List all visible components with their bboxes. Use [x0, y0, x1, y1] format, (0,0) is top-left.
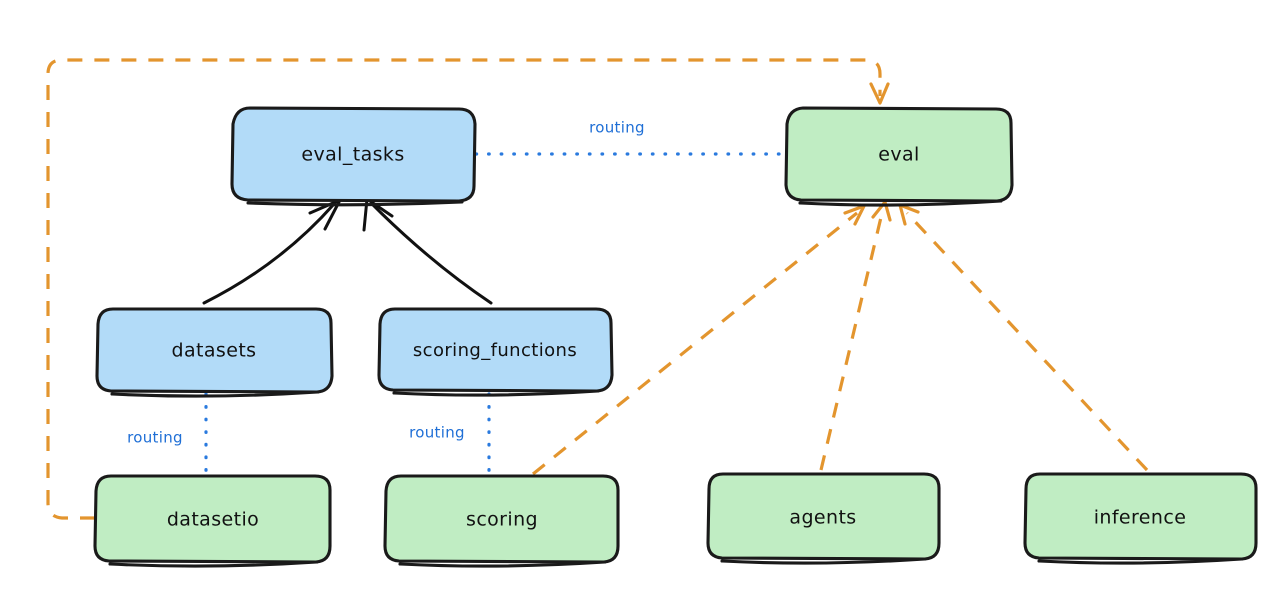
edge-datasets-datasetio: routing: [127, 392, 208, 476]
edge-label-routing-scoring: routing: [409, 424, 465, 442]
node-scoring_functions[interactable]: scoring_functions: [377, 307, 614, 397]
edge-inference-eval: [898, 203, 1149, 472]
node-label-inference: inference: [1094, 507, 1187, 529]
node-datasetio[interactable]: datasetio: [93, 474, 332, 568]
node-label-datasetio: datasetio: [167, 509, 259, 531]
node-eval[interactable]: eval: [784, 106, 1014, 207]
node-label-scoring_functions: scoring_functions: [413, 340, 577, 361]
node-scoring[interactable]: scoring: [383, 474, 620, 568]
edge-eval_tasks-eval: routing: [474, 119, 787, 156]
edge-scoring_functions-eval_tasks: [362, 197, 493, 305]
node-label-scoring: scoring: [466, 509, 538, 531]
node-label-datasets: datasets: [172, 340, 257, 362]
node-datasets[interactable]: datasets: [95, 307, 334, 398]
edge-scoring_functions-scoring: routing: [409, 392, 491, 476]
edge-agents-eval: [819, 200, 892, 471]
node-eval_tasks[interactable]: eval_tasks: [230, 106, 477, 207]
node-inference[interactable]: inference: [1023, 472, 1258, 565]
node-agents[interactable]: agents: [706, 472, 941, 565]
node-label-eval: eval: [878, 144, 919, 166]
edge-datasets-eval_tasks: [202, 198, 342, 305]
edge-datasetio-eval: [46, 58, 890, 520]
node-label-agents: agents: [789, 507, 856, 529]
edge-label-routing-eval: routing: [589, 119, 645, 137]
node-label-eval_tasks: eval_tasks: [301, 144, 404, 166]
edge-label-routing-datasetio: routing: [127, 429, 183, 447]
